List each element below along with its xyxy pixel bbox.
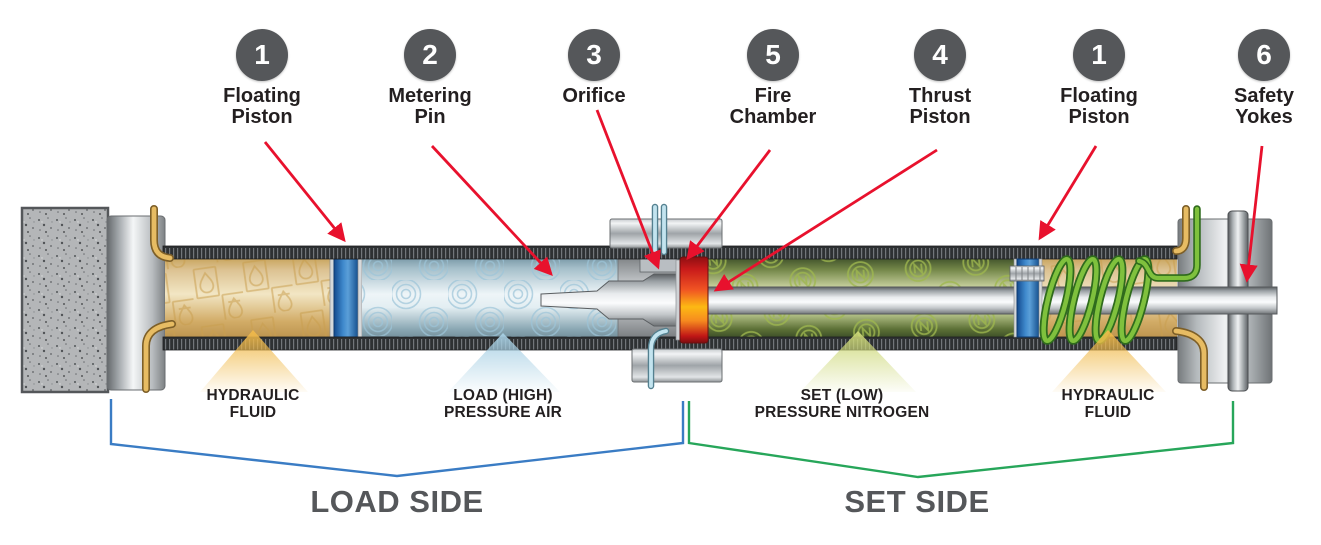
callout-label: Safety Yokes [1233, 85, 1295, 128]
nitrogen-tube [1136, 206, 1200, 281]
oil-drop-icon-pattern-left [165, 259, 330, 337]
piston-seal-edge [357, 258, 363, 338]
piston-seal-edge [329, 258, 335, 338]
callout-label: Metering Pin [388, 85, 472, 128]
callout-number: 2 [422, 39, 438, 70]
piston-rod [699, 286, 1278, 315]
hydraulic-fluid-label-left: HYDRAULIC FLUID [206, 387, 300, 421]
set-side-bracket [687, 401, 1235, 479]
hydraulic-glow-right [1052, 330, 1166, 392]
callout-thrust-piston: 4 Thrust Piston [850, 29, 1030, 128]
callout-number: 5 [765, 39, 781, 70]
hydraulic-tubes [143, 206, 1207, 392]
arrow-orifice [595, 109, 661, 270]
callout-label: Fire Chamber [729, 85, 817, 128]
callout-label: Orifice [562, 85, 626, 107]
callout-label: Thrust Piston [908, 85, 972, 128]
center-flange-bottom [631, 348, 723, 383]
arrow-safety-yokes [1239, 145, 1264, 283]
air-glow [448, 333, 560, 392]
load-side-label: LOAD SIDE [310, 484, 484, 519]
callout-safety-yokes: 6 Safety Yokes [1174, 29, 1321, 128]
hydraulic-glow-left [200, 330, 308, 392]
nitrogen-glow [800, 331, 916, 392]
callout-number-badge: 4 [914, 29, 966, 81]
callout-number-badge: 1 [236, 29, 288, 81]
callout-number: 3 [586, 39, 602, 70]
callout-label: Floating Piston [1060, 85, 1138, 128]
floating-piston-2 [1009, 258, 1045, 338]
callout-arrows [263, 109, 1264, 292]
callout-orifice: 3 Orifice [504, 29, 684, 107]
air-tubes [649, 205, 668, 388]
callout-metering-pin: 2 Metering Pin [340, 29, 520, 128]
floating-piston-1 [333, 258, 359, 338]
hydraulic-fluid-label-right: HYDRAULIC FLUID [1061, 387, 1155, 421]
callout-label: Floating Piston [223, 85, 301, 128]
load-side-bracket [109, 399, 685, 478]
callout-number: 1 [254, 39, 270, 70]
plumbing-tubes [142, 203, 1208, 393]
arrow-floating-piston-1 [263, 141, 346, 243]
right-end-cap-lower [1177, 311, 1273, 384]
callout-number-badge: 5 [747, 29, 799, 81]
load-pressure-air-label: LOAD (HIGH) PRESSURE AIR [443, 387, 563, 421]
chamber-glow-triangles [200, 330, 1166, 392]
callout-number: 6 [1256, 39, 1272, 70]
callout-number-badge: 2 [404, 29, 456, 81]
arrow-thrust-piston [713, 148, 938, 292]
callout-number: 4 [932, 39, 948, 70]
wall-anchor-block [20, 206, 110, 394]
callout-number-badge: 1 [1073, 29, 1125, 81]
callout-number: 1 [1091, 39, 1107, 70]
arrow-metering-pin [430, 145, 553, 276]
cylinder-thread-bottom [162, 336, 1178, 351]
arrow-floating-piston-2 [1038, 145, 1098, 241]
set-side-label: SET SIDE [844, 484, 990, 519]
piston-ribbed-collar [1009, 265, 1045, 282]
callout-number-badge: 3 [568, 29, 620, 81]
set-pressure-nitrogen-label: SET (LOW) PRESSURE NITROGEN [754, 387, 930, 421]
callout-fire-chamber: 5 Fire Chamber [683, 29, 863, 128]
return-spring [1039, 255, 1153, 345]
callout-number-badge: 6 [1238, 29, 1290, 81]
fire-chamber-ring [679, 256, 709, 344]
callout-floating-piston-2: 1 Floating Piston [1009, 29, 1189, 128]
arrow-fire-chamber [686, 149, 772, 261]
callout-floating-piston-1: 1 Floating Piston [172, 29, 352, 128]
